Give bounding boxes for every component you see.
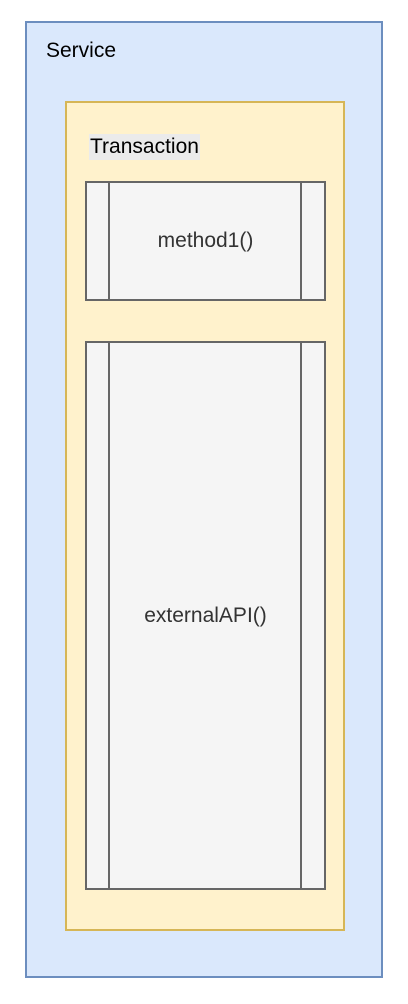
process-right-bar [300, 343, 302, 888]
transaction-label: Transaction [89, 134, 200, 160]
process-left-bar [108, 343, 110, 888]
process-label-method1: method1() [157, 229, 254, 252]
process-left-bar [108, 183, 110, 299]
process-external-api: externalAPI() [85, 341, 326, 890]
process-label-external-api: externalAPI() [144, 603, 267, 627]
process-method1: method1() [85, 181, 326, 301]
process-right-bar [300, 183, 302, 299]
service-label: Service [46, 39, 117, 62]
